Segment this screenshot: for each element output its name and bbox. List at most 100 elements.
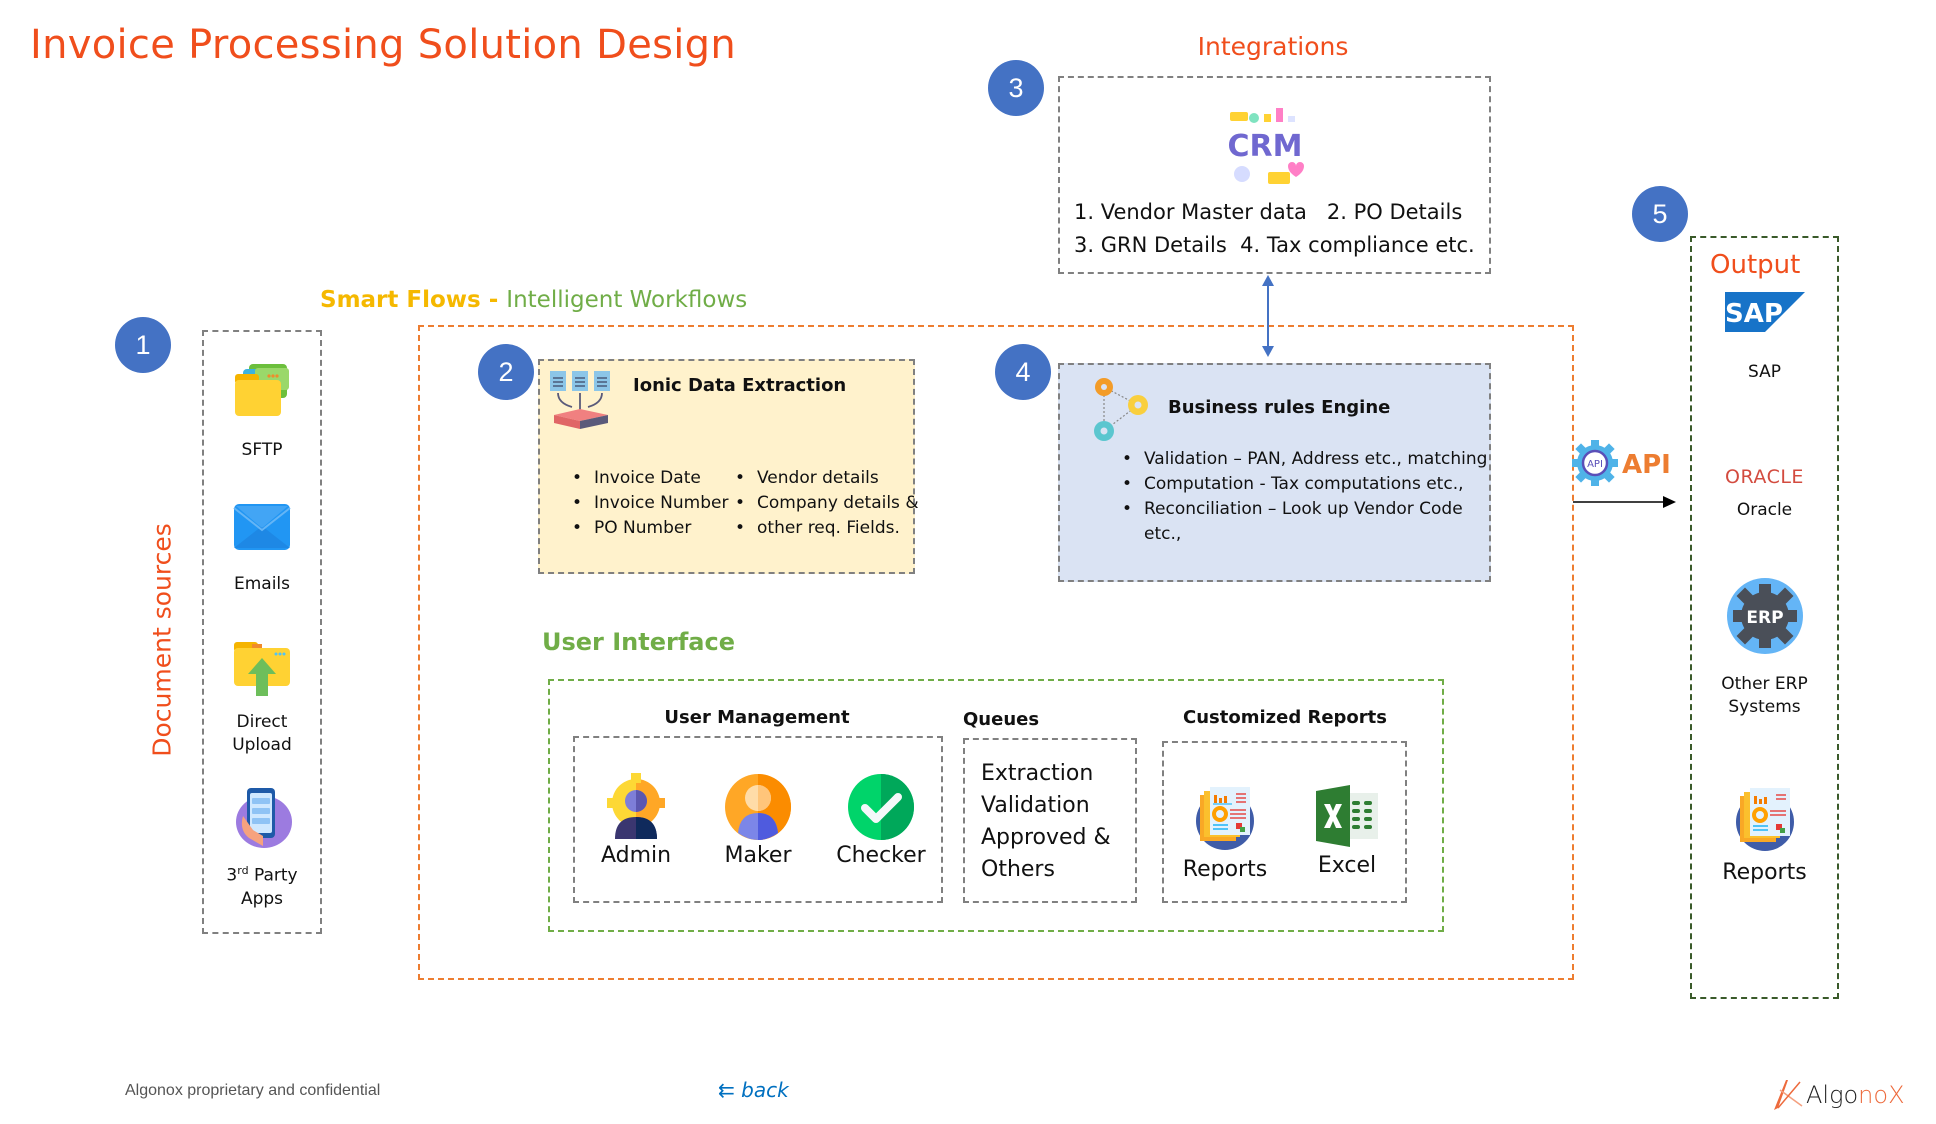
smart-flows-heading: Smart Flows - Intelligent Workflows bbox=[320, 287, 747, 313]
customized-reports-title: Customized Reports bbox=[1183, 707, 1387, 728]
extraction-fields-col1: Invoice Date Invoice Number PO Number bbox=[572, 466, 734, 541]
report-excel-label: Excel bbox=[1317, 853, 1377, 878]
integration-rules-connector bbox=[1262, 275, 1274, 357]
smart-flows-label: Smart Flows - bbox=[320, 287, 507, 313]
output-oracle-label: Oracle bbox=[1736, 500, 1793, 520]
extraction-field: Invoice Number bbox=[572, 491, 734, 516]
reports-icon bbox=[1196, 787, 1254, 850]
output-oracle[interactable]: ORACLE Oracle bbox=[1692, 466, 1837, 520]
sap-logo-icon: SAP bbox=[1724, 292, 1805, 332]
role-admin-label: Admin bbox=[600, 843, 672, 868]
queue-item[interactable]: Approved & bbox=[981, 825, 1111, 850]
extraction-field: Vendor details bbox=[735, 466, 937, 491]
source-sftp[interactable]: SFTP bbox=[204, 360, 320, 460]
output-label: Output bbox=[1710, 250, 1801, 280]
business-rule: Reconciliation – Look up Vendor Code etc… bbox=[1122, 497, 1494, 547]
output-erp-label-1: Other ERP bbox=[1721, 674, 1808, 694]
excel-icon bbox=[1316, 785, 1378, 847]
erp-icon-text: ERP bbox=[1746, 608, 1783, 628]
role-checker-label: Checker bbox=[836, 843, 926, 868]
page-title: Invoice Processing Solution Design bbox=[30, 22, 737, 68]
step-badge-2: 2 bbox=[478, 344, 534, 400]
extraction-fields-col2: Vendor details Company details & other r… bbox=[735, 466, 937, 541]
role-maker-label: Maker bbox=[724, 843, 792, 868]
svg-text:CRM: CRM bbox=[1228, 129, 1303, 164]
integrations-line-2: 3. GRN Details 4. Tax compliance etc. bbox=[1074, 233, 1475, 257]
label-prefix: 3 bbox=[226, 865, 238, 886]
algonox-logo-icon bbox=[1774, 1080, 1803, 1110]
document-sources-label: Document sources bbox=[147, 523, 177, 757]
gears-icon bbox=[1094, 378, 1148, 441]
back-link-label: back bbox=[741, 1078, 789, 1102]
sap-logo-text: SAP bbox=[1725, 299, 1783, 329]
maker-icon bbox=[725, 774, 791, 840]
intelligent-workflows-label: Intelligent Workflows bbox=[506, 287, 748, 313]
upload-folder-icon bbox=[234, 642, 290, 696]
business-rules-list: Validation – PAN, Address etc., matching… bbox=[1122, 447, 1494, 547]
back-link[interactable]: ⇇ back bbox=[718, 1078, 789, 1102]
source-direct-upload[interactable]: Direct Upload bbox=[204, 640, 320, 755]
admin-icon bbox=[607, 773, 665, 839]
source-third-party-label-1: 3rd Party bbox=[226, 864, 297, 886]
crm-icon: CRM bbox=[1220, 108, 1310, 190]
output-erp[interactable]: ERP Other ERP Systems bbox=[1692, 576, 1837, 717]
data-extraction-title: Ionic Data Extraction bbox=[633, 375, 847, 396]
extraction-field: other req. Fields. bbox=[735, 516, 937, 541]
step-badge-1: 1 bbox=[115, 317, 171, 373]
api-gear-icon: API bbox=[1572, 440, 1618, 486]
api-icon-text: API bbox=[1587, 459, 1603, 470]
label-rest: Party bbox=[248, 865, 298, 886]
output-reports-icon bbox=[1735, 788, 1794, 851]
business-rules-title: Business rules Engine bbox=[1168, 397, 1391, 418]
report-excel[interactable]: Excel bbox=[1292, 785, 1402, 878]
source-direct-upload-label-1: Direct bbox=[236, 712, 288, 732]
business-rule: Validation – PAN, Address etc., matching bbox=[1122, 447, 1494, 472]
role-checker[interactable]: Checker bbox=[825, 773, 937, 868]
business-rules-box: Business rules Engine Validation – PAN, … bbox=[1058, 363, 1491, 582]
data-extraction-box: Ionic Data Extraction Invoice Date Invoi… bbox=[538, 359, 919, 574]
user-management-box: Admin Maker Checker bbox=[573, 736, 943, 903]
extraction-field: Invoice Date bbox=[572, 466, 734, 491]
output-sap[interactable]: SAP SAP bbox=[1692, 292, 1837, 382]
confidential-notice: Algonox proprietary and confidential bbox=[125, 1082, 381, 1099]
document-sources-box: SFTP Emails Direct Upload bbox=[202, 330, 322, 934]
user-interface-box bbox=[548, 679, 1444, 932]
api-output-arrow bbox=[1573, 496, 1676, 508]
source-emails-label: Emails bbox=[233, 574, 291, 594]
queue-item[interactable]: Others bbox=[981, 857, 1055, 882]
output-reports-label: Reports bbox=[1722, 860, 1807, 885]
queue-item[interactable]: Extraction bbox=[981, 761, 1094, 786]
source-sftp-label: SFTP bbox=[241, 440, 283, 460]
extraction-field: Company details & bbox=[735, 491, 937, 516]
output-reports[interactable]: Reports bbox=[1692, 786, 1837, 885]
checker-icon bbox=[848, 774, 914, 840]
folders-icon bbox=[235, 364, 289, 416]
step-badge-5: 5 bbox=[1632, 186, 1688, 242]
role-maker[interactable]: Maker bbox=[703, 773, 813, 868]
oracle-logo-icon: ORACLE bbox=[1725, 466, 1804, 488]
queues-list: Extraction Validation Approved & Others bbox=[981, 758, 1111, 886]
user-management-title: User Management bbox=[664, 707, 850, 728]
queue-item[interactable]: Validation bbox=[981, 793, 1090, 818]
source-direct-upload-label-2: Upload bbox=[232, 735, 292, 755]
output-erp-label-2: Systems bbox=[1728, 697, 1801, 717]
role-admin[interactable]: Admin bbox=[581, 773, 691, 868]
integrations-line-1: 1. Vendor Master data 2. PO Details bbox=[1074, 200, 1463, 224]
email-envelope-icon bbox=[233, 504, 291, 550]
customized-reports-box: Reports Excel bbox=[1162, 741, 1407, 903]
queues-box: Extraction Validation Approved & Others bbox=[963, 738, 1137, 903]
source-emails[interactable]: Emails bbox=[204, 502, 320, 594]
queues-title: Queues bbox=[963, 709, 1040, 730]
smart-flows-container bbox=[418, 325, 1574, 980]
erp-gear-icon: ERP bbox=[1726, 578, 1803, 654]
report-reports[interactable]: Reports bbox=[1170, 785, 1280, 882]
source-third-party-label-2: Apps bbox=[240, 888, 284, 909]
output-box: Output SAP SAP ORACLE Oracle ERP Other E… bbox=[1690, 236, 1839, 999]
label-superscript: rd bbox=[237, 864, 249, 877]
integrations-label: Integrations bbox=[1197, 32, 1349, 61]
source-third-party-apps[interactable]: 3rd Party Apps bbox=[204, 786, 320, 909]
user-interface-label: User Interface bbox=[542, 628, 735, 656]
report-reports-label: Reports bbox=[1182, 857, 1268, 882]
algonox-logo-text-1: Algo bbox=[1806, 1081, 1859, 1109]
